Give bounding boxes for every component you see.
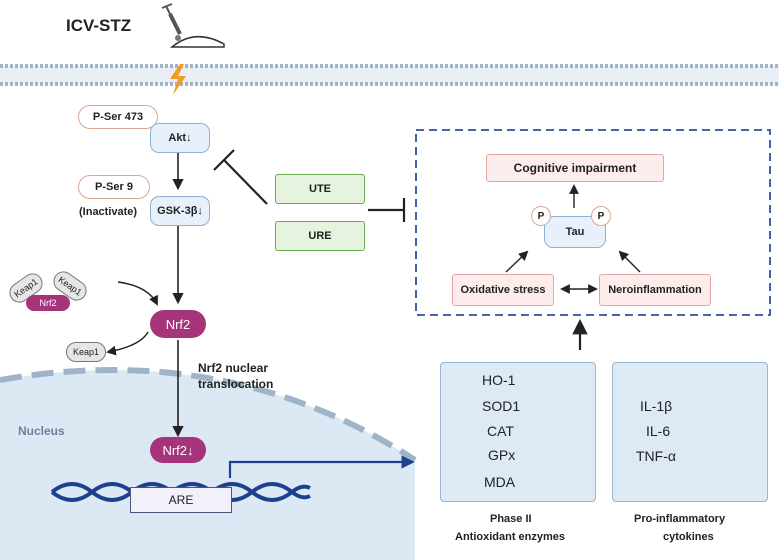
enzyme-item: CAT [487, 423, 514, 439]
antioxidant-panel [440, 362, 596, 502]
cytokine-item: IL-1β [640, 398, 673, 414]
nucleus [0, 367, 417, 560]
page-title: ICV-STZ [66, 16, 132, 35]
phospho-label: P-Ser 473 [78, 105, 158, 129]
neuroinflammation-node: Neroinflammation [599, 274, 711, 306]
cytokine-caption: Pro-inflammatory [634, 513, 726, 525]
enzyme-item: SOD1 [482, 398, 521, 414]
nucleus-label: Nucleus [18, 424, 65, 438]
keap1-protein: Keap1 [66, 342, 106, 362]
cytokine-item: TNF-α [636, 448, 676, 464]
ure-treatment: URE [275, 221, 365, 251]
akt-node: Akt↓ [150, 123, 210, 153]
nrf2-node: Nrf2 [150, 310, 206, 338]
cytokine-panel [612, 362, 768, 502]
cell-membrane [0, 64, 779, 86]
translocation-label: translocation [198, 377, 274, 391]
oxidative-stress-node: Oxidative stress [452, 274, 554, 306]
phosphate-marker: P [591, 206, 611, 226]
inactivate-note: (Inactivate) [79, 206, 138, 218]
nrf2-protein: Nrf2 [26, 295, 70, 311]
phospho-label: P-Ser 9 [78, 175, 150, 199]
outcome-box [415, 129, 771, 316]
are-element: ARE [130, 487, 232, 513]
nrf2-node: Nrf2↓ [150, 437, 206, 463]
ute-treatment: UTE [275, 174, 365, 204]
lightning-icon [170, 64, 186, 95]
mda-item: MDA [484, 474, 516, 490]
enzyme-item: HO-1 [482, 372, 516, 388]
gsk3b-node: GSK-3β↓ [150, 196, 210, 226]
translocation-label: Nrf2 nuclear [198, 361, 269, 375]
cytokine-caption: cytokines [663, 531, 714, 543]
mouse-syringe-icon [161, 3, 225, 48]
antioxidant-caption: Antioxidant enzymes [455, 531, 566, 543]
phosphate-marker: P [531, 206, 551, 226]
antioxidant-caption: Phase II [490, 513, 532, 525]
enzyme-item: GPx [488, 447, 516, 463]
cytokine-item: IL-6 [646, 423, 671, 439]
cognitive-impairment-node: Cognitive impairment [486, 154, 664, 182]
